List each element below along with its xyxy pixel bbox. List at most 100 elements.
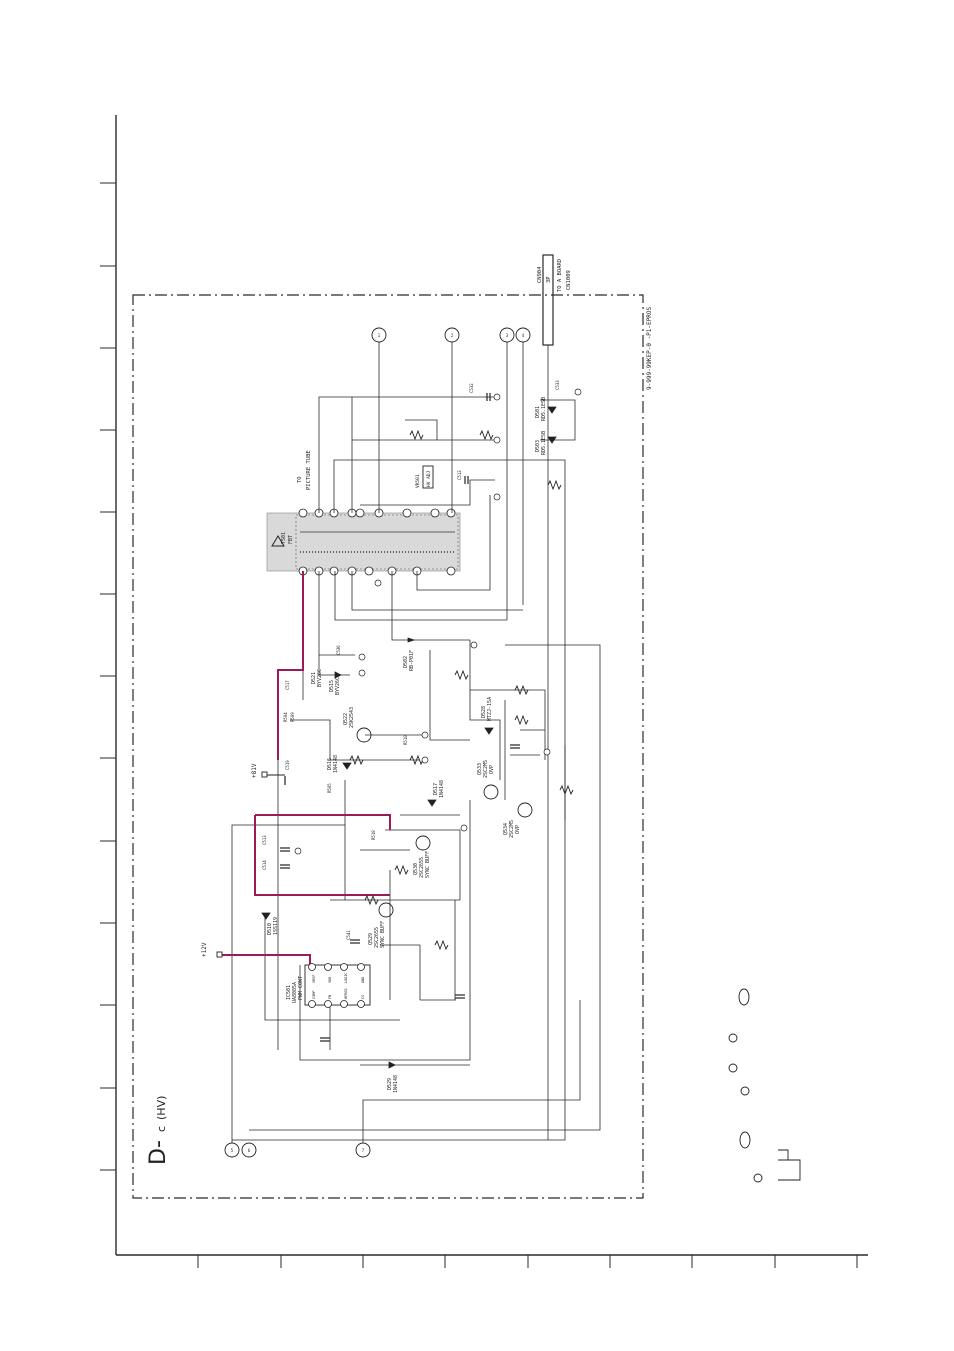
capacitor-ref: C533 (555, 380, 560, 390)
diode-part: RD5.1ESB (541, 431, 547, 455)
diode-ref: D503 (535, 440, 541, 452)
wiring (231, 342, 601, 1143)
fbt-to-label: TO (297, 476, 303, 483)
model-code: 9-999-99KEP-0 -P1-EPROS (646, 307, 653, 390)
capacitor-ref: C519 (285, 760, 290, 770)
transistor-ref: Q529 (368, 933, 374, 945)
page-frame (115, 115, 868, 1256)
transistor-ref: Q522 (343, 713, 349, 725)
capacitor-symbols (280, 393, 520, 1042)
spot-label: 6 (248, 1148, 251, 1153)
capacitor-ref: C517 (285, 680, 290, 690)
ic501-pin-label: FB (328, 995, 332, 999)
vr501-ref: VR501 (415, 474, 421, 488)
ic501-ref: IC501 (286, 985, 292, 1000)
ic501-pin-label: COMP (312, 991, 316, 999)
capacitor-ref: C512 (457, 470, 462, 480)
ic501-part: UA8085A (292, 982, 298, 1003)
diode-labels: D515 BYV26C D516 1N4148 D517 1N4148 D521… (267, 397, 547, 1093)
diode-part: BYV26C (335, 677, 341, 695)
rail-12v: +12V (201, 942, 208, 957)
diode-part: 1N4148 (393, 1075, 399, 1093)
ic501-pin-label: VREF (312, 975, 316, 983)
diode-part: MTZJ-15A (487, 697, 493, 721)
title-group: D- c (HV) 9-999-99KEP-0 -P1-EPROS (146, 307, 653, 1165)
spot-label: 1 (378, 333, 381, 338)
diode-ref: D529 (387, 1078, 393, 1090)
diode-part: RD5.1ESB (541, 397, 547, 421)
circled-board-letter: c (155, 1126, 168, 1132)
diode-part: 1N4148 (333, 755, 339, 773)
fbt-type: FBT (288, 535, 294, 544)
diode-symbols (261, 406, 557, 1069)
transistor-ref: Q533 (477, 763, 483, 775)
highlight-paths (220, 571, 391, 965)
transistor-part: 2SC2655 (374, 927, 380, 948)
diode-ref: D510 (267, 923, 273, 935)
spot-label: 7 (362, 1148, 365, 1153)
connector-target: CN1009 (566, 270, 572, 290)
transistor-desc: OVP (489, 765, 495, 774)
board-title: D- (146, 1140, 171, 1165)
legend-symbols (728, 988, 801, 1183)
capacitor-ref: C541 (346, 930, 351, 940)
diode-ref: D502 (403, 656, 409, 668)
diode-part: 1SS119 (273, 917, 279, 935)
resistor-ref: R509 (290, 712, 295, 722)
transistor-desc: SYNC BUFF (425, 851, 431, 878)
ic501-pin-label: CS (361, 995, 365, 999)
ic501-pin-label: LOGIC (344, 972, 348, 983)
spot-label: 4 (522, 333, 525, 338)
ic501-pin-label: GND (361, 977, 365, 983)
spot-label: 2 (451, 333, 454, 338)
diode-ref: D501 (535, 406, 541, 418)
diode-part: RB-P01F (409, 650, 415, 671)
vr501-labels: VR501 HV ADJ (415, 470, 432, 488)
resistor-ref: R518 (371, 830, 376, 840)
terminal-circles (224, 327, 531, 1158)
transistor-part: 2SK2543 (349, 707, 355, 728)
resistor-ref: R510 (403, 735, 408, 745)
transistor-part: 2SC2M5 (483, 760, 489, 778)
ground-symbols (294, 388, 582, 855)
capacitor-ref: C514 (262, 860, 267, 870)
ic501-labels: IC501 UA8085A PWM CONT VREF VDD LOGIC GN… (286, 972, 365, 1003)
connector-pins: 3P (546, 276, 552, 283)
capacitor-ref: C536 (336, 645, 341, 655)
diode-ref: D516 (327, 758, 333, 770)
board-outline (132, 294, 644, 1199)
diode-ref: D521 (311, 672, 317, 684)
transistor-labels: Q529 2SC2655 SYNC BUFF Q530 2SC2655 SYNC… (343, 707, 521, 948)
spot-label: 3 (506, 333, 509, 338)
transistor-desc: SYNC BUFF (380, 921, 386, 948)
capacitor-ref: C513 (262, 835, 267, 845)
bottom-ruler-ticks (197, 1255, 858, 1268)
capacitor-ref: C532 (469, 383, 474, 393)
fbt-ref: T501 (281, 532, 287, 544)
resistor-ref: R504 (283, 712, 288, 722)
connector-dest: TO A BOARD (557, 259, 563, 292)
vr501-value: HV ADJ (426, 470, 432, 487)
diode-ref: D528 (481, 706, 487, 718)
supply-terminals (216, 771, 285, 958)
transistor-part: 2SC2M5 (509, 820, 515, 838)
fbt-labels: TO PICTURE TUBE T501 FBT (281, 450, 312, 544)
diode-ref: D517 (433, 783, 439, 795)
connector-ref: CN904 (537, 266, 543, 283)
left-ruler-ticks (100, 182, 116, 1171)
transistor-ref: Q530 (413, 863, 419, 875)
fbt-block (266, 512, 461, 572)
resistor-ref: R505 (327, 783, 332, 793)
vr501-box (422, 465, 434, 489)
ic501-pin-label: HFREQ (344, 988, 348, 999)
rail-labels: +12V +81V (201, 763, 258, 957)
diode-ref: D515 (329, 680, 335, 692)
diode-part: 1N4148 (439, 780, 445, 798)
diode-part: BYV26C (317, 669, 323, 687)
terminal-spot-labels: 1 2 3 4 5 6 7 (231, 333, 525, 1153)
ic501-body (304, 963, 371, 1008)
fbt-dest-label: PICTURE TUBE (306, 450, 312, 490)
ic501-desc: PWM CONT (298, 976, 304, 1000)
transistor-desc: OVP (515, 825, 521, 834)
rail-81v: +81V (251, 763, 258, 778)
